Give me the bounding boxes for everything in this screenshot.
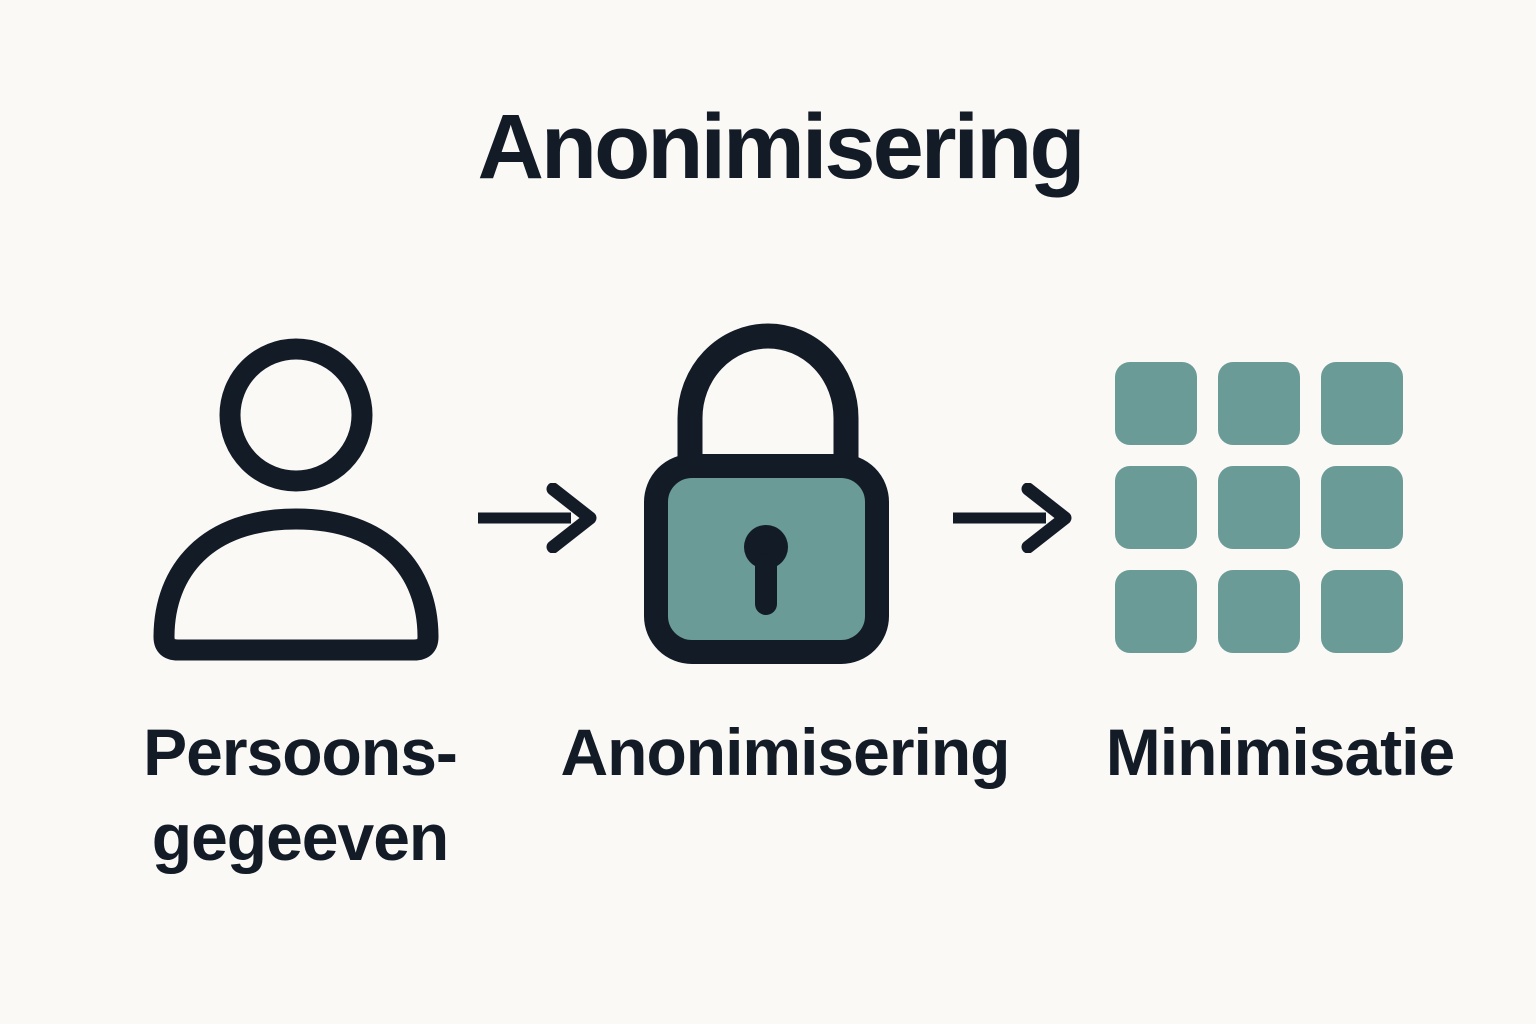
grid-cell <box>1218 466 1300 549</box>
person-icon <box>150 328 442 673</box>
right-arrow-icon <box>943 482 1073 558</box>
page-title: Anonimisering <box>477 96 1085 198</box>
label-anonimisering: Anonimisering <box>560 715 1010 789</box>
grid-cell <box>1321 570 1403 653</box>
grid-cell <box>1115 362 1197 445</box>
label-minimisatie: Minimisatie <box>1105 715 1455 789</box>
label-line: gegeeven <box>151 800 449 874</box>
grid-cell <box>1115 570 1197 653</box>
grid-icon <box>1115 362 1403 653</box>
label-persoonsgegeeven: Persoons- gegeeven <box>70 710 530 880</box>
right-arrow-icon <box>468 482 598 558</box>
lock-icon <box>640 318 895 675</box>
grid-cell <box>1321 362 1403 445</box>
grid-cell <box>1115 466 1197 549</box>
grid-cell <box>1321 466 1403 549</box>
grid-cell <box>1218 570 1300 653</box>
grid-cell <box>1218 362 1300 445</box>
label-line: Persoons- <box>143 715 458 789</box>
